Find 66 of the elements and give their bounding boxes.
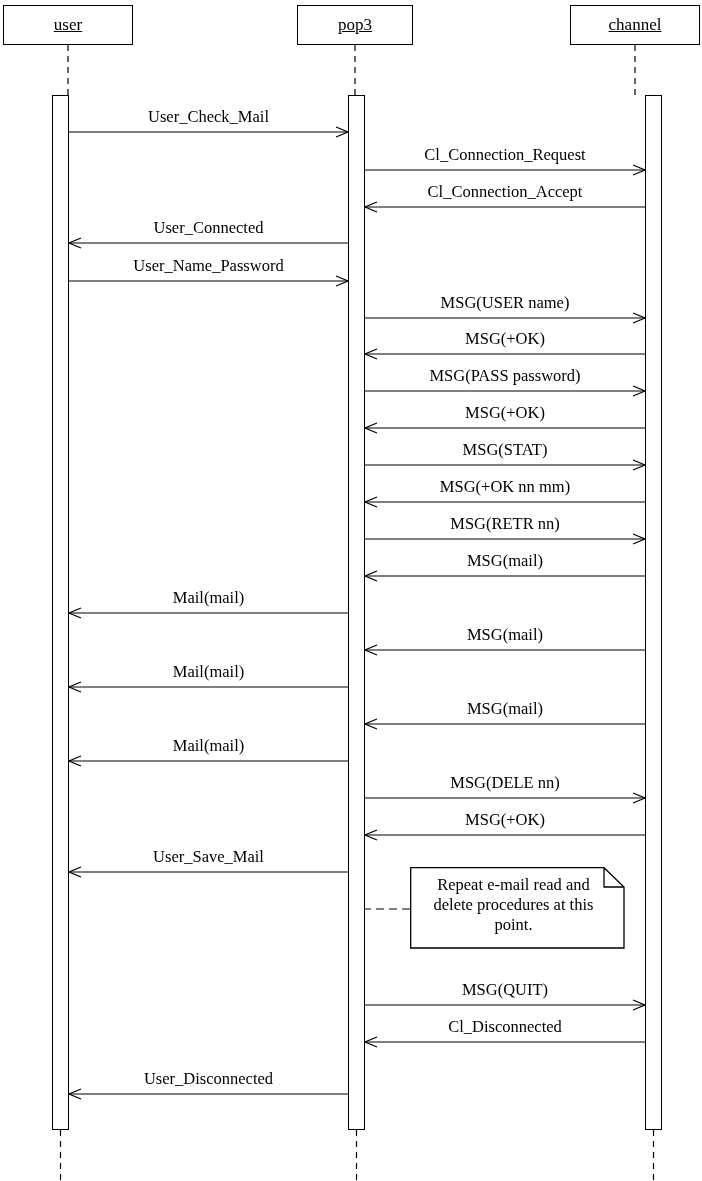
message-label: MSG(mail) xyxy=(466,626,544,644)
message-arrow xyxy=(68,237,349,249)
message-label: MSG(mail) xyxy=(466,552,544,570)
lifeline xyxy=(634,44,636,96)
message-arrow xyxy=(364,644,646,656)
message-label: Cl_Connection_Accept xyxy=(427,183,583,201)
participant-name: pop3 xyxy=(338,15,372,35)
participant-box xyxy=(3,5,133,45)
participant-name: user xyxy=(53,15,83,35)
message-label: User_Connected xyxy=(153,219,264,237)
message-label: User_Disconnected xyxy=(143,1070,274,1088)
message-arrow xyxy=(364,533,646,545)
participant-box xyxy=(297,5,413,45)
message-label: Mail(mail) xyxy=(172,737,245,755)
lifeline xyxy=(67,44,69,96)
note-text: Repeat e-mail read and delete procedures at this point. xyxy=(432,875,595,935)
message-arrow xyxy=(68,866,349,878)
message-label: MSG(PASS password) xyxy=(429,367,581,385)
message-label: MSG(RETR nn) xyxy=(450,515,560,533)
lifeline xyxy=(652,1129,655,1181)
message-label: MSG(DELE nn) xyxy=(450,774,560,792)
message-arrow xyxy=(68,607,349,619)
message-arrow xyxy=(364,201,646,213)
message-arrow xyxy=(364,422,646,434)
message-arrow xyxy=(364,164,646,176)
message-arrow xyxy=(364,999,646,1011)
message-label: Cl_Connection_Request xyxy=(424,146,586,164)
message-arrow xyxy=(68,755,349,767)
leader-line xyxy=(364,908,411,910)
lifeline xyxy=(355,1129,358,1181)
lifeline xyxy=(354,44,356,96)
lifeline xyxy=(59,1129,62,1181)
message-label: User_Name_Password xyxy=(133,257,284,275)
message-label: MSG(+OK) xyxy=(465,404,545,422)
message-arrow xyxy=(364,1036,646,1048)
message-arrow xyxy=(68,275,349,287)
message-label: MSG(mail) xyxy=(466,700,544,718)
participant-name: channel xyxy=(608,15,662,35)
activation-bar xyxy=(348,95,365,1130)
message-arrow xyxy=(364,385,646,397)
message-arrow xyxy=(68,1088,349,1100)
message-label: MSG(+OK) xyxy=(465,330,545,348)
message-arrow xyxy=(364,459,646,471)
message-label: Cl_Disconnected xyxy=(448,1018,562,1036)
message-label: MSG(STAT) xyxy=(462,441,548,459)
message-label: Mail(mail) xyxy=(172,663,245,681)
message-arrow xyxy=(364,570,646,582)
message-label: User_Check_Mail xyxy=(148,108,269,126)
note-box xyxy=(410,867,625,949)
message-label: MSG(QUIT) xyxy=(461,981,549,999)
message-arrow xyxy=(68,681,349,693)
message-arrow xyxy=(68,126,349,138)
message-arrow xyxy=(364,792,646,804)
message-label: MSG(USER name) xyxy=(440,294,570,312)
message-arrow xyxy=(364,312,646,324)
message-label: User_Save_Mail xyxy=(153,848,264,866)
message-arrow xyxy=(364,718,646,730)
message-label: MSG(+OK nn mm) xyxy=(439,478,571,496)
activation-bar xyxy=(52,95,69,1130)
message-label: Mail(mail) xyxy=(172,589,245,607)
message-label: MSG(+OK) xyxy=(465,811,545,829)
participant-box xyxy=(570,5,700,45)
activation-bar xyxy=(645,95,662,1130)
message-arrow xyxy=(364,348,646,360)
message-arrow xyxy=(364,496,646,508)
message-arrow xyxy=(364,829,646,841)
